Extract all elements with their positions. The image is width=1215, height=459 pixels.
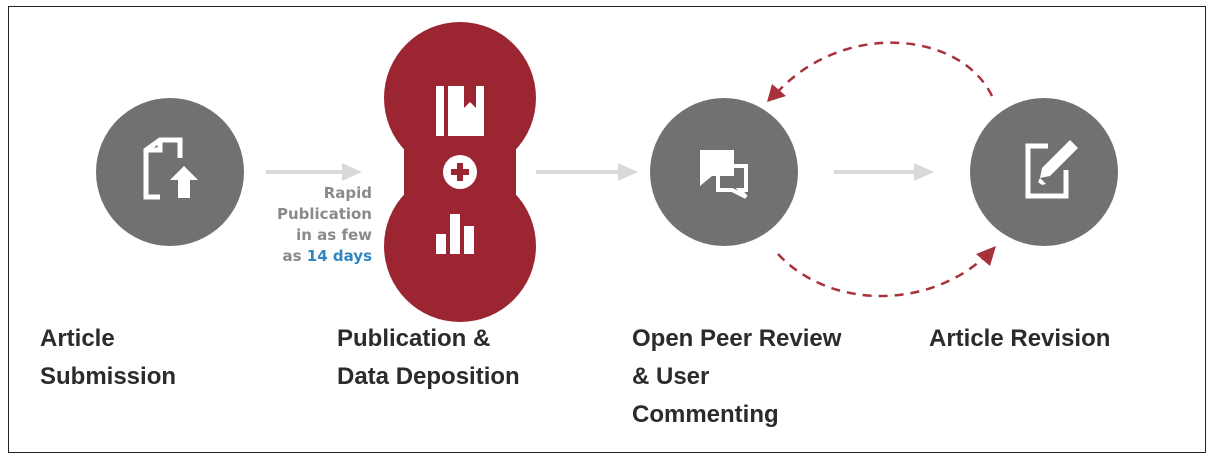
arrow-review-to-revision (834, 163, 934, 181)
book-bookmark-icon (436, 86, 484, 136)
step-article-submission (96, 98, 244, 246)
loop-arrow-review-to-revision (777, 253, 989, 298)
label-article-submission: Article Submission (40, 320, 176, 396)
bar-chart-icon (436, 214, 474, 254)
rapid-publication-note: Rapid Publication in as few as 14 days (252, 183, 372, 267)
loop-arrowhead-top (767, 84, 786, 102)
label-line: & User (632, 363, 710, 390)
label-article-revision: Article Revision (929, 320, 1110, 358)
label-line: Commenting (632, 401, 779, 428)
label-line: Submission (40, 363, 177, 390)
note-highlight-days: 14 days (306, 247, 372, 265)
label-line: Publication & (337, 325, 491, 352)
step-article-revision (970, 98, 1118, 246)
chat-bubbles-icon (700, 150, 748, 199)
label-open-peer-review: Open Peer Review & User Commenting (632, 320, 841, 434)
loop-arrow-revision-to-review (773, 41, 994, 97)
label-publication-data-deposition: Publication & Data Deposition (337, 320, 520, 396)
upload-document-icon (143, 137, 183, 200)
plus-icon (443, 155, 477, 189)
label-line: Article (40, 325, 115, 352)
loop-arrowhead-bottom (976, 246, 996, 266)
label-line: Data Deposition (337, 363, 520, 390)
upload-arrow-icon (170, 166, 198, 198)
note-line-1: Rapid (323, 184, 372, 202)
note-line-2: Publication (276, 205, 372, 223)
note-line-4-prefix: as (282, 247, 302, 265)
step-publication-data-deposition (384, 22, 536, 322)
label-line: Article Revision (929, 325, 1111, 352)
arrow-publication-to-review (536, 163, 638, 181)
label-line: Open Peer Review (632, 325, 842, 352)
edit-pencil-icon (1025, 140, 1078, 199)
step-open-peer-review (650, 98, 798, 246)
note-line-3: in as few (296, 226, 372, 244)
arrow-submission-to-publication (266, 163, 362, 181)
note-line-4: as 14 days (252, 246, 373, 267)
